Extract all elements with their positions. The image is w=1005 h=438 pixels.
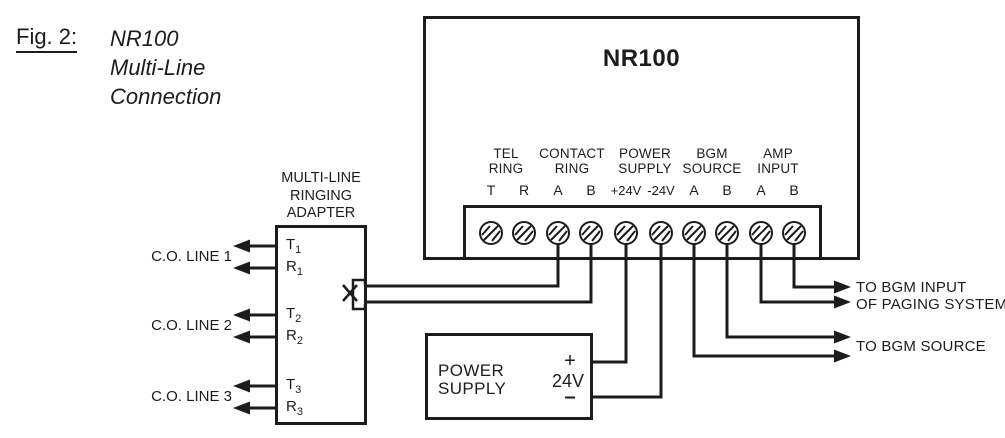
adapter-terminal-t3-sub: 3: [295, 384, 302, 396]
power-supply-box: [425, 333, 593, 420]
terminal-label-plus24: +24V: [610, 183, 642, 198]
terminal-label-minus24: -24V: [647, 183, 675, 198]
adapter-terminal-r3: R3: [286, 398, 303, 418]
adapter-terminal-r2-letter: R: [286, 327, 297, 344]
adapter-terminal-t1-letter: T: [286, 236, 296, 253]
adapter-terminal-t2-sub: 2: [295, 313, 302, 325]
group-power-line2: SUPPLY: [618, 161, 672, 176]
crossed-pair-symbol: [342, 278, 367, 311]
co-line-3-label: C.O. LINE 3: [151, 388, 232, 405]
terminal-screws: [479, 221, 806, 245]
output-wires: [692, 240, 836, 358]
group-contact-line2: RING: [554, 161, 590, 176]
adapter-terminal-r2-sub: 2: [296, 335, 303, 347]
group-contact-line1: CONTACT: [539, 146, 605, 161]
adapter-heading-line2: RINGING: [289, 187, 353, 204]
terminal-label-r: R: [518, 182, 530, 198]
group-tel-line2: RING: [488, 161, 524, 176]
group-tel-line1: TEL: [493, 146, 519, 161]
figure-title-line1: NR100: [110, 26, 179, 51]
adapter-terminal-t2: T2: [286, 305, 301, 325]
adapter-terminal-r1-sub: 1: [296, 266, 303, 278]
terminal-label-cr-a: A: [553, 182, 563, 198]
figure-title: NR100 Multi-Line Connection: [110, 24, 221, 111]
terminal-label-t: T: [486, 182, 496, 198]
group-bgm-line2: SOURCE: [682, 161, 742, 176]
terminal-label-amp-b: B: [789, 182, 799, 198]
adapter-terminal-r1-letter: R: [286, 258, 297, 275]
adapter-heading-line1: MULTI-LINE: [281, 170, 361, 186]
output-paging-label: OF PAGING SYSTEM: [856, 296, 1005, 313]
adapter-terminal-t2-letter: T: [286, 305, 296, 322]
power-supply-minus-sign: –: [564, 386, 576, 408]
power-supply-label-line1: POWER: [438, 361, 505, 380]
output-bgm-input-label: TO BGM INPUT: [856, 279, 967, 296]
adapter-terminal-t3-letter: T: [286, 376, 296, 393]
terminal-label-amp-a: A: [756, 182, 766, 198]
adapter-heading: MULTI-LINE RINGING ADAPTER: [246, 170, 396, 223]
group-amp-line1: AMP: [763, 146, 793, 161]
figure-title-line2: Multi-Line: [110, 55, 206, 80]
ringing-adapter-box: [275, 225, 367, 425]
adapter-terminal-r3-sub: 3: [296, 406, 303, 418]
contact-ring-wires: [367, 240, 593, 304]
group-power-line1: POWER: [618, 146, 672, 161]
adapter-terminal-r2: R2: [286, 327, 303, 347]
power-supply-label-line2: SUPPLY: [438, 379, 507, 398]
co-line-2-label: C.O. LINE 2: [151, 317, 232, 334]
power-supply-voltage: 24V: [551, 371, 585, 391]
power-supply-plus-sign: +: [564, 350, 576, 372]
co-line-arrows: [233, 239, 276, 415]
co-line-1-label: C.O. LINE 1: [151, 248, 232, 265]
adapter-terminal-t1: T1: [286, 236, 301, 256]
adapter-terminal-r3-letter: R: [286, 398, 297, 415]
group-bgm-line1: BGM: [696, 146, 728, 161]
terminal-label-bgm-b: B: [722, 182, 732, 198]
power-supply-wires: [592, 240, 663, 399]
figure-title-line3: Connection: [110, 84, 222, 109]
adapter-terminal-r1: R1: [286, 258, 303, 278]
output-arrowheads: [834, 280, 851, 363]
adapter-terminal-t1-sub: 1: [295, 244, 302, 256]
adapter-heading-line3: ADAPTER: [286, 205, 356, 221]
figure-label: Fig. 2:: [16, 24, 78, 53]
output-bgm-source-label: TO BGM SOURCE: [856, 338, 986, 355]
group-amp-line2: INPUT: [757, 161, 799, 176]
terminal-label-cr-b: B: [586, 182, 596, 198]
terminal-strip-box: [463, 205, 822, 260]
nr100-title: NR100: [602, 45, 681, 72]
adapter-terminal-t3: T3: [286, 376, 301, 396]
terminal-label-bgm-a: A: [689, 182, 699, 198]
